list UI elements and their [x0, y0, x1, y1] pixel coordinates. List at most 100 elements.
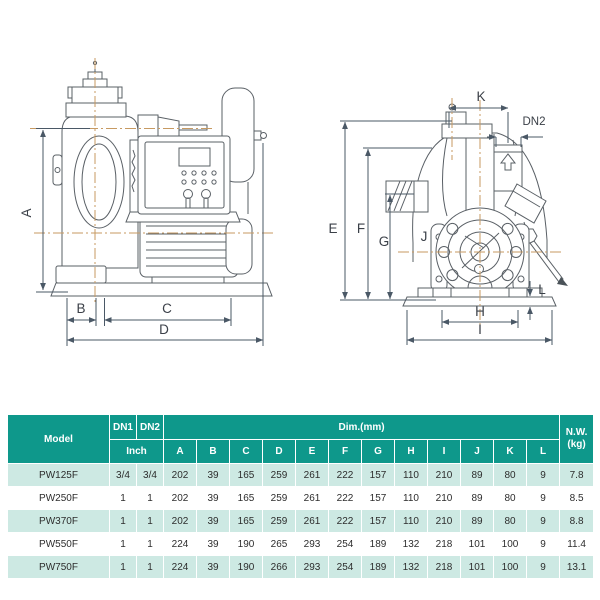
side-view-drawing: A B C D	[19, 58, 274, 346]
cell: 222	[328, 486, 362, 510]
cell: 1	[109, 555, 137, 579]
cell: 9	[525, 555, 561, 579]
dim-label-i: I	[478, 322, 482, 337]
cell: 89	[460, 463, 494, 487]
cell: 293	[295, 532, 329, 556]
cell: 9	[525, 509, 561, 533]
table-row-pw125f: PW125F 3/4 3/4 202 39 165 259 261 222 15…	[7, 463, 595, 487]
dim-label-a: A	[19, 208, 34, 217]
col-header-d: D	[262, 439, 296, 464]
cell: 157	[361, 509, 395, 533]
cell: 189	[361, 555, 395, 579]
cell-model: PW750F	[7, 555, 110, 579]
control-panel	[125, 135, 241, 223]
centerlines-side-view	[30, 58, 274, 303]
col-header-e: E	[295, 439, 329, 464]
dim-label-g: G	[379, 234, 390, 249]
cell: 265	[262, 532, 296, 556]
cell: 1	[136, 486, 164, 510]
cell: 110	[394, 463, 428, 487]
col-header-a: A	[163, 439, 197, 464]
cell: 101	[460, 555, 494, 579]
col-header-b: B	[196, 439, 230, 464]
col-header-k: K	[493, 439, 527, 464]
cell: 39	[196, 463, 230, 487]
cell-nw: 11.4	[559, 532, 595, 556]
dim-label-b: B	[76, 301, 85, 316]
cell: 101	[460, 532, 494, 556]
table-row-pw370f: PW370F 1 1 202 39 165 259 261 222 157 11…	[7, 509, 595, 533]
table-row-pw550f: PW550F 1 1 224 39 190 265 293 254 189 13…	[7, 532, 595, 556]
cell: 39	[196, 532, 230, 556]
cell: 9	[525, 463, 561, 487]
cell: 132	[394, 532, 428, 556]
cell: 190	[229, 532, 263, 556]
cell: 3/4	[136, 463, 164, 487]
cell: 259	[262, 463, 296, 487]
col-header-c: C	[229, 439, 263, 464]
col-header-f: F	[328, 439, 362, 464]
cell-model: PW250F	[7, 486, 110, 510]
table-row-pw250f: PW250F 1 1 202 39 165 259 261 222 157 11…	[7, 486, 595, 510]
col-header-dn1: DN1	[109, 414, 137, 440]
cell: 254	[328, 532, 362, 556]
cell: 254	[328, 555, 362, 579]
cell: 261	[295, 509, 329, 533]
cell: 202	[163, 486, 197, 510]
cell: 39	[196, 509, 230, 533]
pump-head	[52, 115, 139, 284]
cell: 132	[394, 555, 428, 579]
cell-nw: 8.8	[559, 509, 595, 533]
cell: 110	[394, 486, 428, 510]
cell: 202	[163, 509, 197, 533]
cell: 110	[394, 509, 428, 533]
cell: 3/4	[109, 463, 137, 487]
base-plate	[50, 282, 273, 297]
flow-direction-arrow-icon	[499, 153, 517, 171]
panel-knobs	[183, 189, 211, 209]
cell: 1	[136, 509, 164, 533]
pump-dimension-drawing: A B C D	[19, 58, 568, 346]
cell: 210	[427, 463, 461, 487]
cell: 222	[328, 509, 362, 533]
cell: 210	[427, 509, 461, 533]
cell: 224	[163, 555, 197, 579]
col-header-l: L	[525, 439, 561, 464]
cell: 1	[109, 486, 137, 510]
cell: 9	[525, 486, 561, 510]
outlet-port	[493, 144, 523, 192]
col-header-i: I	[427, 439, 461, 464]
col-header-inch: Inch	[109, 439, 164, 464]
cell-nw: 8.5	[559, 486, 595, 510]
dim-label-j: J	[421, 229, 428, 244]
col-header-dn2: DN2	[136, 414, 164, 440]
col-header-dim-group: Dim.(mm)	[162, 414, 561, 440]
cell: 157	[361, 463, 395, 487]
cell-nw: 13.1	[559, 555, 595, 579]
col-header-h: H	[394, 439, 428, 464]
air-valve-assembly	[65, 60, 127, 118]
cell: 9	[525, 532, 561, 556]
cell: 89	[460, 486, 494, 510]
cell: 190	[229, 555, 263, 579]
cell: 1	[109, 532, 137, 556]
col-header-model: Model	[7, 414, 110, 464]
brand-text-hint	[131, 149, 136, 193]
cell: 89	[460, 509, 494, 533]
spec-table: Model DN1 DN2 Dim.(mm) N.W. (kg) Inch A …	[7, 414, 595, 579]
panel-buttons	[181, 170, 217, 185]
cell: 293	[295, 555, 329, 579]
cell: 100	[493, 555, 527, 579]
dim-label-c: C	[162, 301, 172, 316]
cell-nw: 7.8	[559, 463, 595, 487]
cell: 189	[361, 532, 395, 556]
motor-body	[139, 215, 253, 284]
cell: 157	[361, 486, 395, 510]
cell-model: PW370F	[7, 509, 110, 533]
cell: 80	[493, 486, 527, 510]
cell: 165	[229, 463, 263, 487]
col-header-j: J	[460, 439, 494, 464]
dim-label-f: F	[357, 221, 365, 236]
table-row-pw750f: PW750F 1 1 224 39 190 266 293 254 189 13…	[7, 555, 595, 579]
cell-model: PW550F	[7, 532, 110, 556]
